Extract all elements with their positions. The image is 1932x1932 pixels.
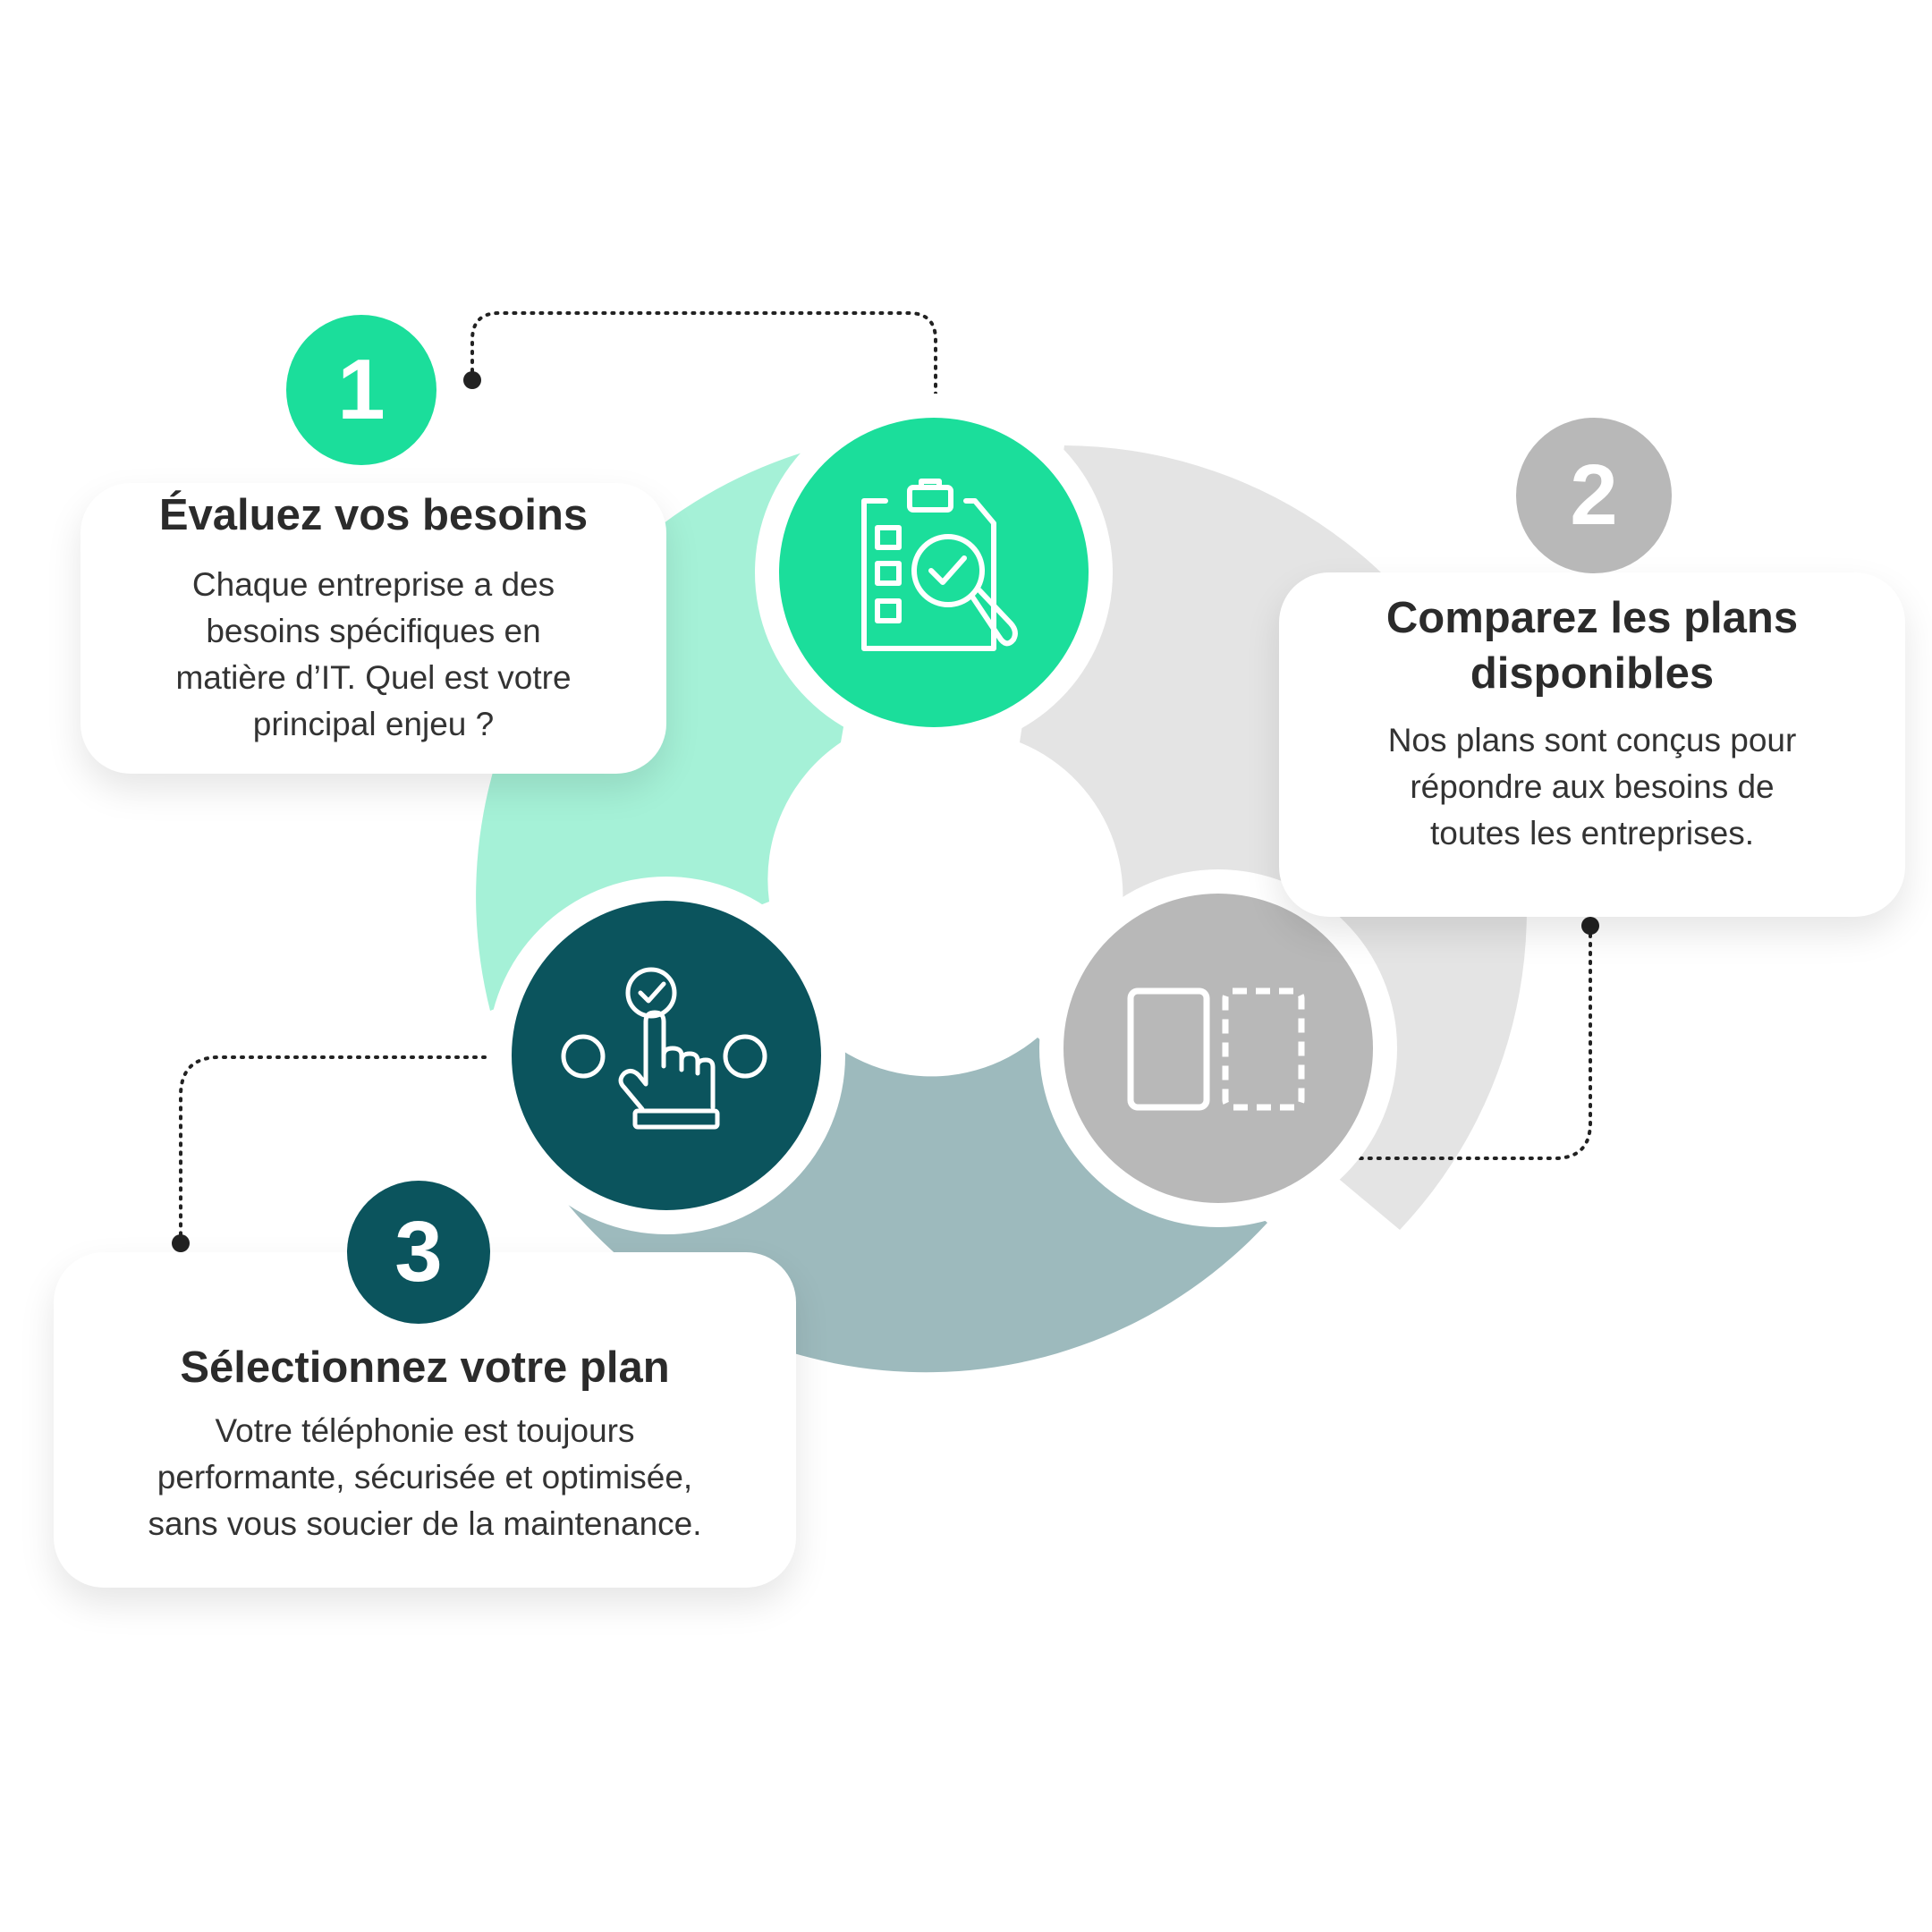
step-3-number: 3	[394, 1204, 443, 1300]
step-2-badge: 2	[1516, 418, 1672, 573]
hand-select-icon	[561, 967, 767, 1130]
step-3-badge: 3	[347, 1181, 490, 1324]
connector-dot-1	[463, 371, 481, 389]
step-card-1: Chaque entreprise a des besoins spécifiq…	[80, 483, 666, 774]
connector-dot-3	[172, 1234, 190, 1252]
compare-panels-icon	[1127, 987, 1305, 1111]
step-2-number: 2	[1570, 447, 1618, 543]
step-1-description: Chaque entreprise a des besoins spécifiq…	[175, 566, 572, 742]
connector-1	[470, 311, 937, 422]
step-2-description: Nos plans sont conçus pour répondre aux …	[1387, 722, 1797, 852]
step-1-number: 1	[337, 342, 386, 437]
step-card-3: Sélectionnez votre plan Votre téléphonie…	[54, 1252, 796, 1588]
connector-dot-2	[1581, 917, 1599, 935]
connector-2	[1322, 924, 1592, 1160]
icon-circle-2	[1063, 894, 1373, 1203]
clipboard-search-icon	[861, 479, 1018, 651]
icon-circle-3	[512, 901, 821, 1210]
step-card-2: Comparez les plans disponibles Nos plans…	[1279, 572, 1905, 917]
step-3-title: Sélectionnez votre plan	[180, 1343, 670, 1392]
step-2-title: Comparez les plans disponibles	[1385, 594, 1799, 698]
step-3-description: Votre téléphonie est toujours performant…	[148, 1412, 702, 1542]
step-1-title: Évaluez vos besoins	[158, 491, 589, 539]
connector-3	[179, 1055, 513, 1245]
step-1-badge: 1	[286, 315, 436, 465]
